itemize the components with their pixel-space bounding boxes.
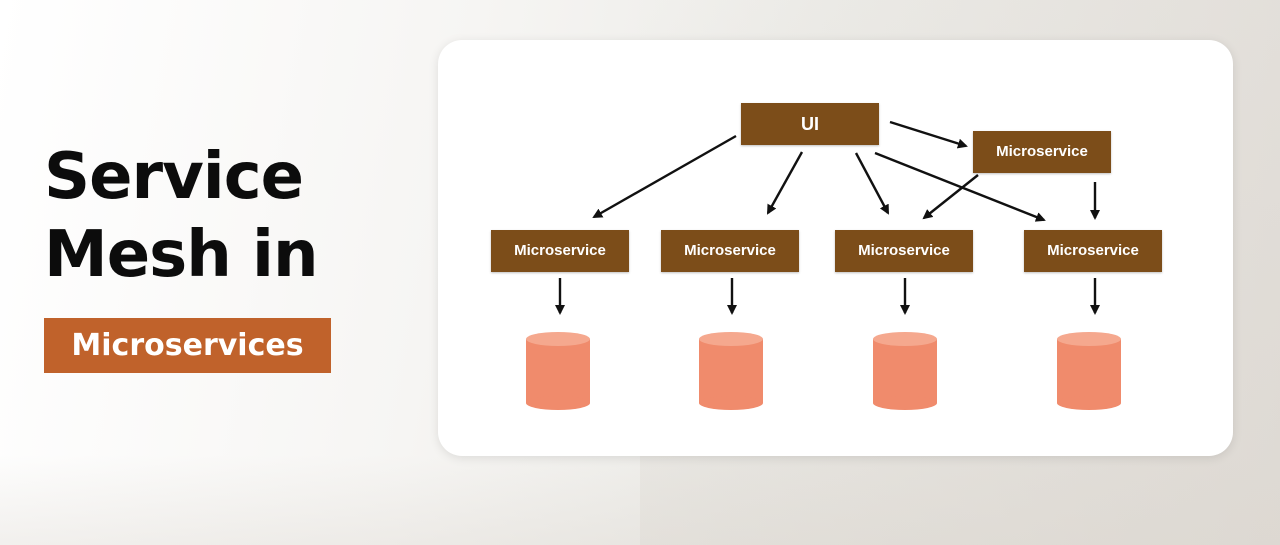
edge-ui-to-ms-2 — [766, 151, 804, 215]
database-icon-2 — [699, 332, 763, 410]
title-line-2: Mesh in — [44, 218, 319, 292]
diagram-edges — [526, 120, 1121, 410]
title-line-1: Service — [44, 140, 304, 214]
database-icon-3 — [873, 332, 937, 410]
title-badge: Microservices — [44, 318, 331, 373]
edge-ui-to-ms-top — [889, 120, 968, 149]
microservice-node-4: Microservice — [1024, 230, 1162, 272]
edge-ui-to-ms-3 — [854, 152, 890, 215]
edge-ui-to-ms-4 — [874, 151, 1046, 222]
background-band-bottom — [0, 455, 1280, 545]
edge-ms-top-to-ms-3 — [922, 174, 979, 220]
diagram-card: UI Microservice Microservice Microservic… — [438, 40, 1233, 456]
microservice-node-3: Microservice — [835, 230, 973, 272]
microservice-node-1: Microservice — [491, 230, 629, 272]
ui-node: UI — [741, 103, 879, 145]
page-title: Service Mesh in — [44, 138, 319, 294]
database-icon-4 — [1057, 332, 1121, 410]
microservice-node-top: Microservice — [973, 131, 1111, 173]
microservice-node-2: Microservice — [661, 230, 799, 272]
database-icon-1 — [526, 332, 590, 410]
edge-ui-to-ms-1 — [592, 134, 737, 219]
